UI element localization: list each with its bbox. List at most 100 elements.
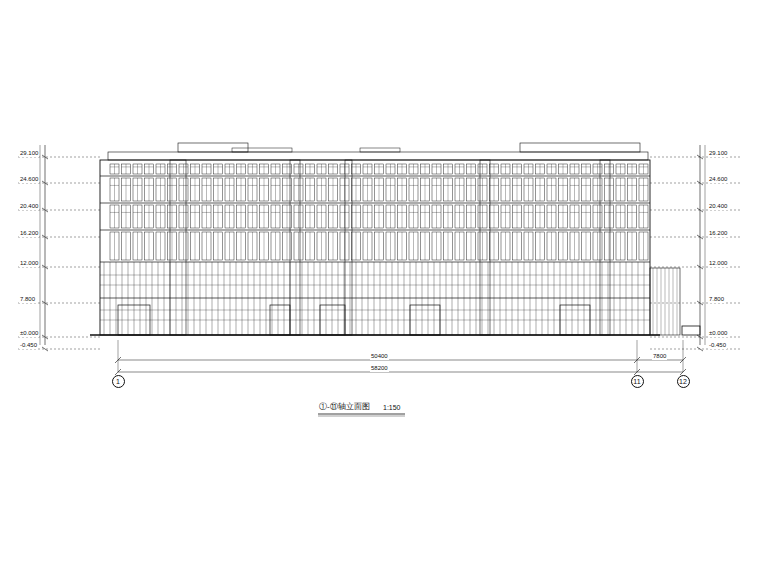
drawing-line (490, 185, 499, 186)
drawing-line (482, 232, 483, 260)
drawing-line (501, 212, 510, 213)
drawing-rect (478, 205, 487, 228)
drawing-rect (570, 205, 579, 228)
drawing-line (528, 164, 529, 174)
drawing-rect (179, 164, 188, 174)
drawing-line (471, 205, 472, 228)
drawing-line (596, 262, 597, 335)
drawing-line (432, 185, 441, 186)
drawing-line (501, 185, 510, 186)
drawing-line (100, 262, 650, 263)
drawing-rect (375, 232, 384, 260)
drawing-line (421, 212, 430, 213)
drawing-line (160, 205, 161, 228)
drawing-rect (329, 205, 338, 228)
drawing-line (697, 155, 703, 159)
drawing-line (375, 185, 384, 186)
axis-bubble: 11 (631, 375, 644, 388)
drawing-rect (294, 164, 303, 174)
drawing-line (317, 185, 326, 186)
drawing-rect (490, 178, 499, 201)
drawing-line (266, 262, 267, 335)
drawing-line (586, 205, 587, 228)
drawing-line (241, 178, 242, 201)
drawing-rect (363, 232, 372, 260)
drawing-rect (375, 164, 384, 174)
drawing-line (563, 164, 564, 174)
drawing-line (650, 267, 740, 268)
drawing-line (137, 205, 138, 228)
drawing-line (705, 145, 706, 345)
drawing-line (375, 166, 384, 167)
drawing-rect (294, 178, 303, 201)
drawing-line (100, 176, 650, 177)
drawing-line (390, 164, 391, 174)
drawing-line (586, 164, 587, 174)
drawing-line (632, 262, 633, 335)
drawing-line (628, 166, 637, 167)
drawing-line (206, 262, 207, 335)
drawing-line (214, 166, 223, 167)
drawing-line (110, 185, 119, 186)
drawing-line (195, 178, 196, 201)
drawing-rect (524, 232, 533, 260)
drawing-line (697, 265, 703, 269)
drawing-line (574, 232, 575, 260)
drawing-rect (455, 164, 464, 174)
drawing-rect (260, 178, 269, 201)
drawing-rect (536, 232, 545, 260)
drawing-line (333, 205, 334, 228)
drawing-line (517, 164, 518, 174)
drawing-rect (616, 232, 625, 260)
drawing-rect (340, 232, 349, 260)
drawing-line (650, 210, 740, 211)
drawing-rect (490, 205, 499, 228)
drawing-line (524, 212, 533, 213)
drawing-line (298, 164, 299, 174)
drawing-line (310, 178, 311, 201)
drawing-line (494, 178, 495, 201)
drawing-line (616, 212, 625, 213)
drawing-rect (628, 178, 637, 201)
drawing-rect (559, 164, 568, 174)
drawing-line (314, 262, 315, 335)
drawing-line (657, 268, 658, 335)
drawing-rect (225, 232, 234, 260)
drawing-line (172, 232, 173, 260)
drawing-rect (317, 178, 326, 201)
drawing-line (206, 164, 207, 174)
drawing-line (115, 357, 121, 363)
drawing-line (448, 164, 449, 174)
drawing-line (333, 164, 334, 174)
drawing-line (191, 185, 200, 186)
drawing-line (650, 303, 740, 304)
drawing-rect (421, 205, 430, 228)
drawing-line (160, 178, 161, 201)
drawing-rect (432, 205, 441, 228)
drawing-line (464, 262, 465, 335)
drawing-line (294, 212, 303, 213)
drawing-rect (639, 178, 648, 201)
drawing-line (390, 178, 391, 201)
drawing-rect (513, 205, 522, 228)
drawing-line (620, 232, 621, 260)
drawing-line (100, 298, 650, 299)
dimension: 7800 (652, 353, 667, 360)
drawing-line (530, 262, 531, 335)
drawing-rect (122, 205, 131, 228)
level-mark: -0.450 (708, 342, 727, 349)
drawing-line (392, 262, 393, 335)
drawing-line (170, 262, 171, 335)
drawing-rect (409, 164, 418, 174)
drawing-rect (582, 178, 591, 201)
drawing-line (402, 164, 403, 174)
drawing-rect (110, 232, 119, 260)
drawing-rect (133, 205, 142, 228)
drawing-line (329, 166, 338, 167)
drawing-rect (133, 178, 142, 201)
drawing-rect (145, 164, 154, 174)
drawing-rect (421, 178, 430, 201)
drawing-line (471, 178, 472, 201)
drawing-rect (363, 178, 372, 201)
drawing-line (260, 212, 269, 213)
